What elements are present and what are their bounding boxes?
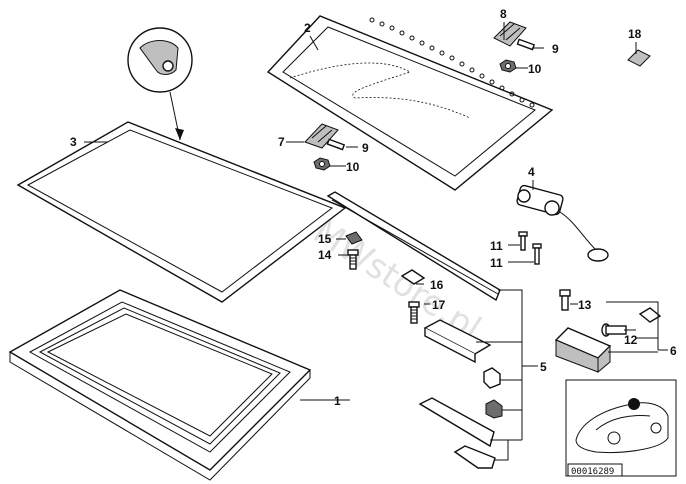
part-16-spring-clip: [400, 269, 426, 285]
label-15: 15: [318, 232, 332, 246]
part-14-screw: [347, 249, 359, 270]
label-7: 7: [278, 135, 285, 149]
car-outline: [575, 402, 669, 453]
label-8: 8: [500, 7, 507, 21]
part-4-drive-motor: [516, 184, 609, 262]
label-4: 4: [528, 165, 535, 179]
glass-edge-holes: [369, 17, 535, 108]
part-6-housing: [554, 327, 612, 374]
label-1: 1: [334, 394, 341, 408]
part-13-bolt: [559, 289, 571, 311]
label-9-left: 9: [362, 141, 369, 155]
part-5-block: [485, 399, 503, 419]
part-10-nut-right: [499, 59, 517, 73]
part-9-pin-left: [326, 138, 346, 151]
label-10-left: 10: [346, 160, 360, 174]
part-5-slide: [453, 445, 496, 469]
label-13: 13: [578, 298, 592, 312]
part-6-clip: [638, 307, 662, 323]
label-12: 12: [624, 333, 638, 347]
part-5-lever: [418, 397, 495, 448]
part-1-roof-frame: [8, 289, 312, 481]
part-8-bracket-right: [493, 21, 527, 47]
label-14: 14: [318, 248, 332, 262]
part-labels: 1 2 3 4 5 6 7 8 9 9 10 10 11 11 12 13 14…: [70, 7, 677, 408]
part-18-pad: [627, 49, 651, 67]
sunroof-marker: [628, 398, 640, 410]
label-11-lower: 11: [490, 256, 503, 270]
part-10-nut-left: [313, 157, 331, 171]
part-7-bracket-left: [304, 123, 339, 149]
label-2: 2: [304, 21, 311, 35]
part-5-slider: [423, 319, 492, 364]
label-11-upper: 11: [490, 239, 503, 253]
part-3-seal-frame: [16, 121, 347, 303]
label-3: 3: [70, 135, 77, 149]
label-10-right: 10: [528, 62, 542, 76]
label-5: 5: [540, 360, 547, 374]
label-17: 17: [432, 298, 446, 312]
part-9-pin-right: [516, 38, 536, 51]
seal-profile-detail: [127, 27, 193, 141]
label-6: 6: [670, 344, 677, 358]
reference-number: 00016289: [571, 467, 614, 477]
part-11-screw-lower: [532, 243, 542, 265]
part-15-clip: [345, 231, 363, 245]
car-reference-box: [565, 379, 677, 477]
label-18: 18: [628, 27, 642, 41]
label-16: 16: [430, 278, 444, 292]
part-17-screw: [408, 301, 420, 324]
part-12-pin: [601, 323, 627, 337]
part-5-guide-shoe: [483, 367, 501, 389]
leader-lines: [84, 22, 668, 461]
part-11-screw-upper: [518, 231, 528, 251]
label-9-right: 9: [552, 42, 559, 56]
